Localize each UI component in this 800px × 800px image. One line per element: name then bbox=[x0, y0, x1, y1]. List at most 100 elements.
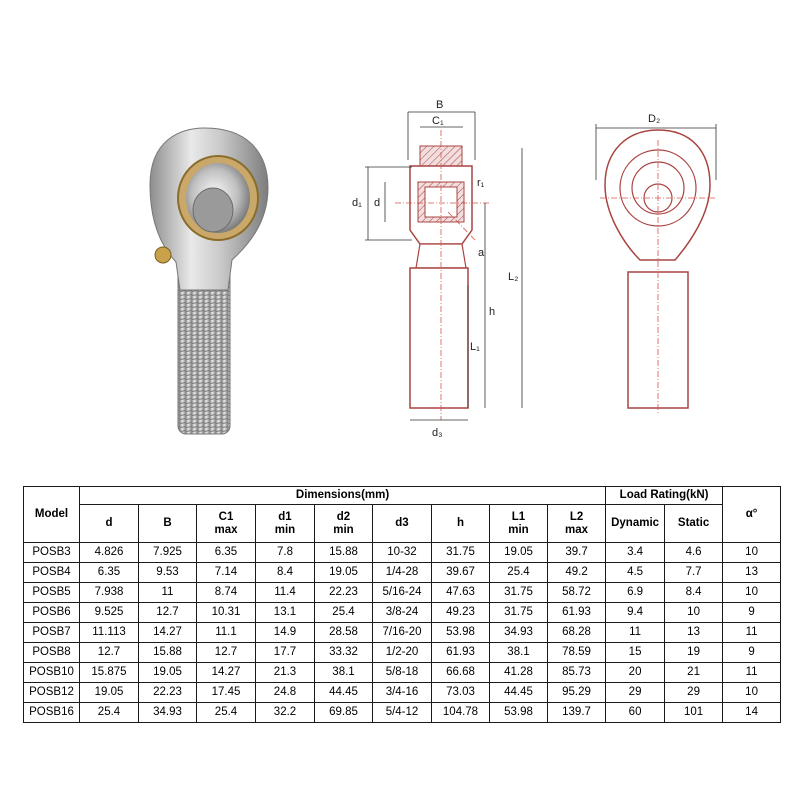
value-cell: 49.23 bbox=[431, 602, 490, 623]
value-cell: 61.93 bbox=[431, 642, 490, 663]
value-cell: 9.4 bbox=[605, 602, 666, 623]
value-cell: 19.05 bbox=[138, 662, 197, 683]
value-cell: 11 bbox=[138, 582, 197, 603]
value-cell: 85.73 bbox=[546, 662, 607, 683]
value-cell: 9 bbox=[722, 602, 782, 623]
value-cell: 28.58 bbox=[314, 622, 373, 643]
model-cell: POSB16 bbox=[23, 702, 80, 723]
value-cell: 19.05 bbox=[489, 542, 548, 563]
bore-hole bbox=[192, 187, 234, 233]
column-header-bottom: min bbox=[274, 523, 296, 536]
value-cell: 12.7 bbox=[79, 642, 139, 663]
value-cell: 95.29 bbox=[546, 682, 607, 703]
column-header-bottom: max bbox=[214, 523, 238, 536]
model-cell: POSB8 bbox=[23, 642, 80, 663]
header-load-rating: Load Rating(kN) bbox=[605, 486, 724, 505]
value-cell: 53.98 bbox=[489, 702, 548, 723]
model-cell: POSB4 bbox=[23, 562, 80, 583]
value-cell: 22.23 bbox=[138, 682, 197, 703]
value-cell: 32.2 bbox=[255, 702, 315, 723]
model-cell: POSB6 bbox=[23, 602, 80, 623]
value-cell: 5/8-18 bbox=[372, 662, 432, 683]
value-cell: 7.8 bbox=[255, 542, 315, 563]
value-cell: 17.7 bbox=[255, 642, 315, 663]
label-h: h bbox=[489, 306, 495, 318]
value-cell: 78.59 bbox=[546, 642, 607, 663]
value-cell: 13 bbox=[722, 562, 782, 583]
rod-end-drawing: B C₁ r₁ d₁ d a L₂ h L₁ d₃ D₂ bbox=[149, 99, 717, 439]
value-cell: 12.7 bbox=[196, 642, 256, 663]
value-cell: 139.7 bbox=[546, 702, 607, 723]
label-a: a bbox=[478, 247, 485, 259]
value-cell: 19.05 bbox=[79, 682, 139, 703]
value-cell: 10 bbox=[722, 682, 782, 703]
label-d: d bbox=[374, 197, 380, 209]
value-cell: 38.1 bbox=[489, 642, 548, 663]
column-header: Static bbox=[664, 504, 724, 543]
value-cell: 11 bbox=[722, 622, 782, 643]
value-cell: 7.925 bbox=[138, 542, 197, 563]
value-cell: 11.113 bbox=[79, 622, 139, 643]
value-cell: 14.9 bbox=[255, 622, 315, 643]
value-cell: 22.23 bbox=[314, 582, 373, 603]
value-cell: 11 bbox=[722, 662, 782, 683]
label-L2: L₂ bbox=[508, 271, 518, 283]
value-cell: 6.35 bbox=[79, 562, 139, 583]
value-cell: 6.35 bbox=[196, 542, 256, 563]
column-header-bottom: max bbox=[565, 523, 589, 536]
header-model: Model bbox=[23, 486, 80, 543]
value-cell: 38.1 bbox=[314, 662, 373, 683]
column-header-top: h bbox=[456, 517, 465, 529]
header-dimensions: Dimensions(mm) bbox=[78, 486, 607, 505]
model-cell: POSB12 bbox=[23, 682, 80, 703]
value-cell: 25.4 bbox=[489, 562, 548, 583]
column-header-top: L2 bbox=[569, 510, 584, 523]
label-B: B bbox=[436, 99, 443, 111]
value-cell: 7.938 bbox=[79, 582, 139, 603]
value-cell: 1/4-28 bbox=[372, 562, 432, 583]
value-cell: 31.75 bbox=[489, 602, 548, 623]
value-cell: 9 bbox=[722, 642, 782, 663]
value-cell: 12.7 bbox=[138, 602, 197, 623]
value-cell: 68.28 bbox=[546, 622, 607, 643]
model-cell: POSB10 bbox=[23, 662, 80, 683]
value-cell: 10-32 bbox=[372, 542, 432, 563]
value-cell: 66.68 bbox=[431, 662, 490, 683]
value-cell: 44.45 bbox=[314, 682, 373, 703]
value-cell: 29 bbox=[664, 682, 724, 703]
column-header: d3 bbox=[372, 504, 432, 543]
value-cell: 9.525 bbox=[79, 602, 139, 623]
model-cell: POSB7 bbox=[23, 622, 80, 643]
value-cell: 15.88 bbox=[314, 542, 373, 563]
column-header-top: d1 bbox=[278, 510, 292, 523]
value-cell: 69.85 bbox=[314, 702, 373, 723]
value-cell: 8.74 bbox=[196, 582, 256, 603]
value-cell: 7.7 bbox=[664, 562, 724, 583]
value-cell: 15.88 bbox=[138, 642, 197, 663]
spec-table: Model Dimensions(mm) Load Rating(kN) α° … bbox=[23, 486, 782, 723]
value-cell: 104.78 bbox=[431, 702, 490, 723]
value-cell: 11 bbox=[605, 622, 666, 643]
grease-nipple bbox=[154, 246, 172, 264]
value-cell: 11.4 bbox=[255, 582, 315, 603]
column-header-top: d2 bbox=[336, 510, 351, 523]
value-cell: 7/16-20 bbox=[372, 622, 432, 643]
value-cell: 39.67 bbox=[431, 562, 490, 583]
value-cell: 3/4-16 bbox=[372, 682, 432, 703]
column-header-top: Dynamic bbox=[611, 517, 660, 529]
value-cell: 41.28 bbox=[489, 662, 548, 683]
value-cell: 7.14 bbox=[196, 562, 256, 583]
value-cell: 6.9 bbox=[605, 582, 666, 603]
value-cell: 10.31 bbox=[196, 602, 256, 623]
value-cell: 17.45 bbox=[196, 682, 256, 703]
